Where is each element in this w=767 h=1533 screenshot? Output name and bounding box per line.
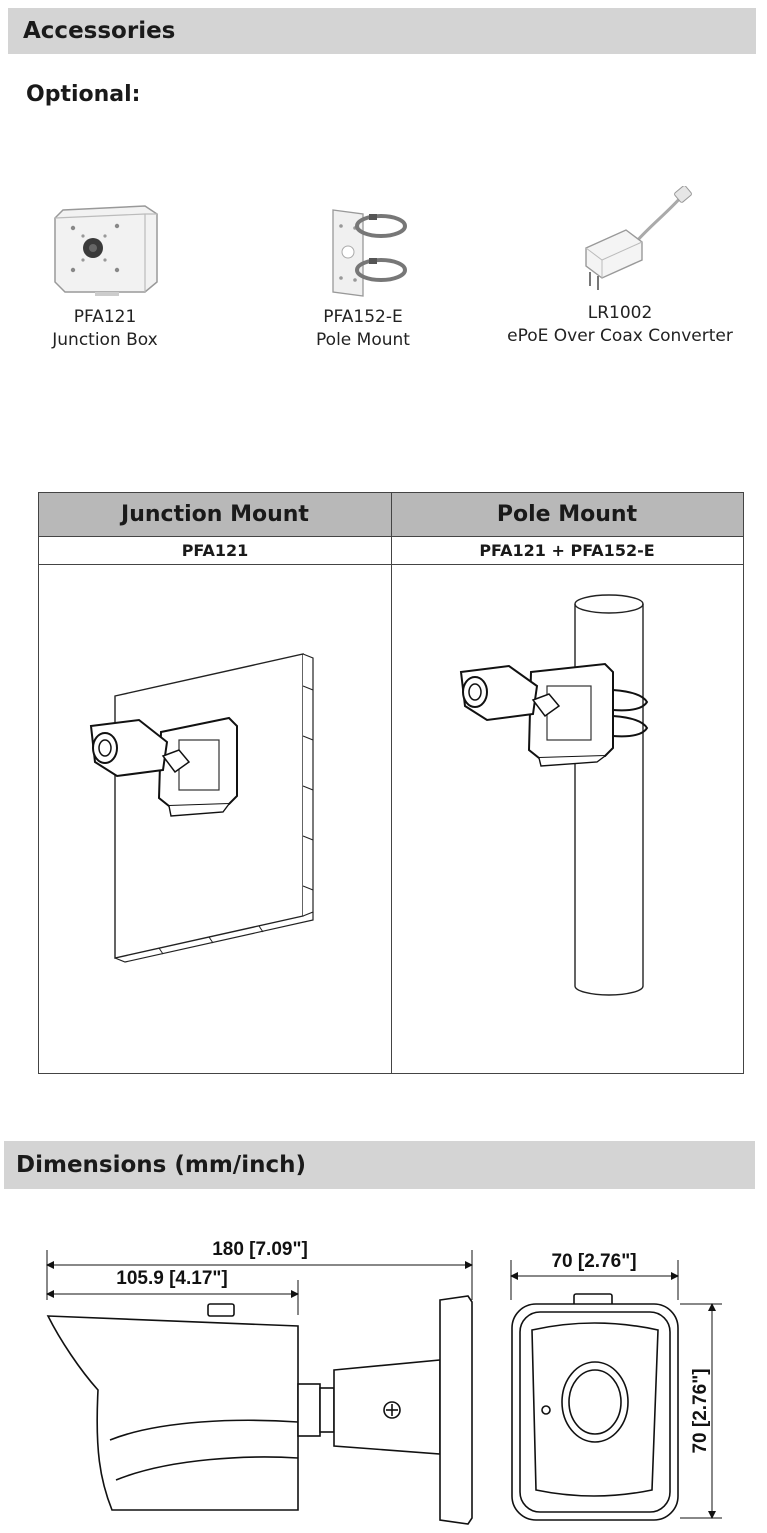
mount-table: Junction Mount Pole Mount PFA121 PFA121 … bbox=[38, 492, 744, 1074]
accessory-junction-box: PFA121 Junction Box bbox=[30, 196, 180, 352]
converter-name: ePoE Over Coax Converter bbox=[507, 326, 733, 346]
dimensions-drawing: 180 [7.09"] 105.9 [4.17"] 70 [2.76"] bbox=[0, 1190, 767, 1533]
junction-box-name: Junction Box bbox=[52, 330, 158, 350]
converter-model: LR1002 bbox=[587, 303, 653, 323]
dimensions-section-title: Dimensions (mm/inch) bbox=[4, 1141, 755, 1189]
junction-mount-header: Junction Mount bbox=[39, 493, 391, 537]
pole-mount-icon bbox=[332, 209, 407, 297]
table-divider bbox=[391, 493, 392, 1073]
pole-mount-name: Pole Mount bbox=[316, 330, 410, 350]
pole-mount-illustration bbox=[391, 566, 743, 1072]
accessory-converter: LR1002 ePoE Over Coax Converter bbox=[500, 186, 740, 348]
accessories-section-title: Accessories bbox=[8, 8, 756, 54]
junction-box-model: PFA121 bbox=[73, 307, 137, 327]
converter-icon bbox=[585, 186, 692, 290]
width-label: 70 [2.76"] bbox=[551, 1251, 636, 1272]
junction-mount-parts: PFA121 bbox=[39, 537, 391, 565]
pole-mount-header: Pole Mount bbox=[391, 493, 743, 537]
junction-box-icon bbox=[54, 205, 158, 296]
height-label: 70 [2.76"] bbox=[690, 1368, 711, 1453]
accessory-pole-mount: PFA152-E Pole Mount bbox=[288, 196, 438, 352]
total-length-label: 180 [7.09"] bbox=[212, 1239, 308, 1260]
body-length-label: 105.9 [4.17"] bbox=[116, 1268, 227, 1289]
pole-mount-parts: PFA121 + PFA152-E bbox=[391, 537, 743, 565]
junction-mount-illustration bbox=[39, 566, 391, 1072]
optional-subtitle: Optional: bbox=[26, 82, 141, 107]
pole-mount-model: PFA152-E bbox=[323, 307, 403, 327]
